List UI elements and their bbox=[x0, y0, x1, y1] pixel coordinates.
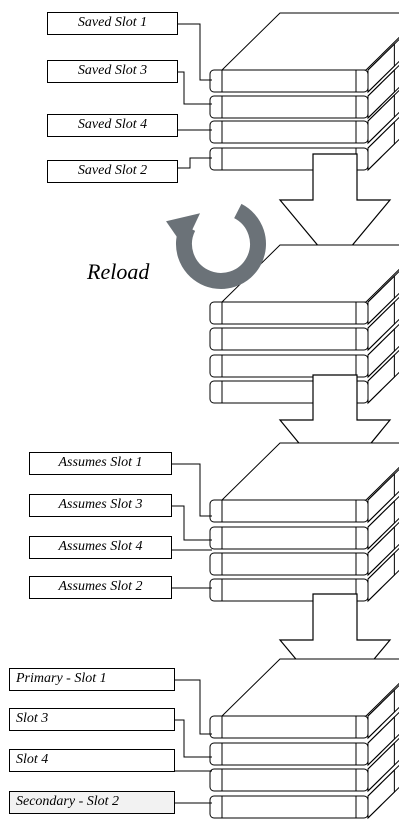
saved-slot-3-label: Saved Slot 3 bbox=[47, 60, 178, 83]
stack-4-slab-2 bbox=[209, 742, 369, 766]
stack-1-slab-edge-2 bbox=[367, 64, 399, 119]
stack-1-slab-2 bbox=[209, 95, 369, 119]
stack-3-slab-3 bbox=[209, 552, 369, 576]
stack-3-slab-2 bbox=[209, 526, 369, 550]
stack-4-slab-edge-3 bbox=[367, 737, 399, 792]
stack-4-slab-4 bbox=[209, 795, 369, 819]
assumes-slot-3-label: Assumes Slot 3 bbox=[29, 494, 172, 517]
reload-icon bbox=[176, 203, 266, 289]
stack-1-slab-edge-4 bbox=[367, 116, 399, 171]
stack-4-slab-edge-4 bbox=[367, 764, 399, 819]
connector-slot-3 bbox=[175, 719, 212, 758]
stack-1-slab-1 bbox=[209, 69, 369, 93]
stack-2-slab-2 bbox=[209, 327, 369, 351]
saved-slot-4-label: Saved Slot 4 bbox=[47, 114, 178, 137]
stack-4-stack bbox=[209, 658, 399, 819]
stack-4-slab-3 bbox=[209, 768, 369, 792]
stack-3-top-face bbox=[220, 442, 399, 501]
stack-1-slab-3 bbox=[209, 120, 369, 144]
connector-saved-slot-3 bbox=[178, 71, 212, 105]
stack-3-stack bbox=[209, 442, 399, 603]
stack-2-slab-1 bbox=[209, 301, 369, 325]
saved-slot-1-label: Saved Slot 1 bbox=[47, 12, 178, 35]
assumes-slot-1-label: Assumes Slot 1 bbox=[29, 452, 172, 475]
slot-4-label: Slot 4 bbox=[9, 749, 175, 772]
stack-1-stack bbox=[209, 12, 399, 172]
reload-icon-arrowhead bbox=[166, 213, 201, 248]
stack-2-stack bbox=[209, 244, 399, 405]
saved-slot-2-label: Saved Slot 2 bbox=[47, 160, 178, 183]
connector-saved-slot-1 bbox=[178, 23, 212, 81]
primary-slot-1-label: Primary - Slot 1 bbox=[9, 668, 175, 691]
stack-3-slab-edge-3 bbox=[367, 521, 399, 576]
stack-1-slab-edge-1 bbox=[367, 38, 399, 93]
stack-2-slab-edge-4 bbox=[367, 349, 399, 404]
slot-3-label: Slot 3 bbox=[9, 708, 175, 731]
stack-3-slab-edge-1 bbox=[367, 468, 399, 523]
stack-2-slab-3 bbox=[209, 354, 369, 378]
stack-1-slab-edge-3 bbox=[367, 89, 399, 144]
stack-2-slab-edge-3 bbox=[367, 323, 399, 378]
assumes-slot-4-label: Assumes Slot 4 bbox=[29, 536, 172, 559]
stack-3-slab-1 bbox=[209, 499, 369, 523]
stack-3-slab-edge-2 bbox=[367, 495, 399, 550]
connector-saved-slot-2 bbox=[178, 157, 212, 169]
connector-primary-slot-1 bbox=[175, 679, 212, 735]
stack-4-top-face bbox=[220, 658, 399, 717]
flow-arrow-1 bbox=[278, 153, 392, 267]
stack-2-slab-edge-2 bbox=[367, 296, 399, 351]
secondary-slot-2-label: Secondary - Slot 2 bbox=[9, 791, 175, 814]
assumes-slot-2-label: Assumes Slot 2 bbox=[29, 576, 172, 599]
connector-assumes-slot-3 bbox=[172, 505, 212, 541]
stack-2-slab-edge-1 bbox=[367, 270, 399, 325]
stack-4-slab-1 bbox=[209, 715, 369, 739]
stack-4-slab-edge-2 bbox=[367, 711, 399, 766]
stack-1-top-face bbox=[220, 12, 399, 71]
stack-4-slab-edge-1 bbox=[367, 684, 399, 739]
reload-label: Reload bbox=[87, 259, 150, 284]
connector-assumes-slot-1 bbox=[172, 463, 212, 517]
stack-3-slab-edge-4 bbox=[367, 547, 399, 602]
